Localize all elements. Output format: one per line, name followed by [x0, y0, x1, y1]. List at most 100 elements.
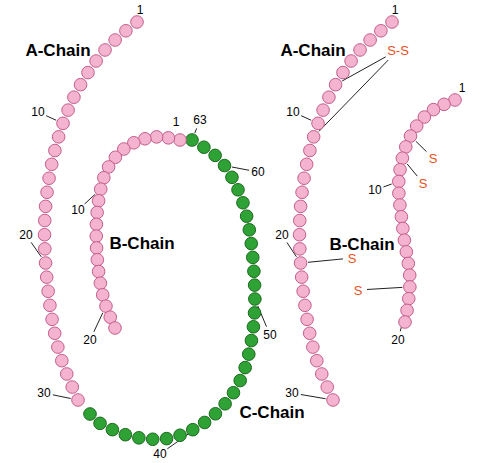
residue-number: 60 — [251, 166, 264, 178]
residue-bead — [109, 34, 122, 47]
residue-bead — [42, 285, 55, 298]
leader-line — [367, 287, 402, 289]
residue-bead — [315, 368, 328, 381]
residue-number: 30 — [37, 387, 50, 399]
residue-bead — [293, 228, 306, 241]
residue-bead — [248, 265, 261, 278]
chain-guides — [45, 22, 455, 439]
residue-bead — [90, 230, 103, 243]
residue-bead — [399, 316, 412, 329]
residue-bead — [52, 341, 65, 354]
residue-bead — [45, 158, 58, 171]
residue-bead — [52, 131, 65, 144]
residue-bead — [90, 242, 103, 255]
residue-bead — [66, 381, 79, 394]
residue-bead — [68, 91, 81, 104]
residue-bead — [323, 91, 336, 104]
leader-line — [308, 259, 343, 262]
residue-number: 50 — [263, 329, 276, 341]
residue-bead — [298, 172, 311, 185]
residue-number: 20 — [83, 334, 96, 346]
residue-bead — [354, 44, 367, 57]
residue-number: 1 — [392, 4, 399, 16]
residue-bead — [386, 16, 399, 29]
residue-bead — [394, 163, 407, 176]
residue-bead — [296, 186, 309, 199]
disulfide-label: S — [419, 177, 428, 190]
residue-bead — [174, 134, 187, 147]
leader-lines — [31, 57, 426, 449]
disulfide-label: S — [429, 152, 438, 165]
residue-bead — [317, 104, 330, 117]
chain-path — [399, 100, 455, 322]
leader-line — [301, 116, 311, 121]
residue-bead — [234, 374, 247, 387]
residue-bead — [99, 44, 112, 57]
residue-bead — [247, 320, 260, 333]
leader-line — [301, 395, 326, 399]
residue-bead — [364, 34, 377, 47]
residue-bead — [90, 55, 103, 68]
residue-bead — [327, 394, 340, 407]
residue-bead — [62, 104, 75, 117]
residue-bead — [40, 271, 53, 284]
residue-bead — [119, 428, 132, 441]
disulfide-label: S — [348, 252, 357, 265]
residue-bead — [249, 293, 262, 306]
leader-line — [53, 395, 71, 399]
residue-bead — [39, 243, 52, 256]
residue-bead — [240, 210, 253, 223]
residue-bead — [402, 292, 415, 305]
residue-bead — [337, 66, 350, 79]
residue-bead — [96, 288, 109, 301]
chain-path — [45, 22, 137, 400]
residue-bead — [248, 279, 261, 292]
residue-bead — [245, 334, 258, 347]
residue-bead — [74, 78, 87, 91]
residue-bead — [396, 152, 409, 165]
residue-bead — [321, 381, 334, 394]
residue-bead — [174, 429, 187, 442]
residue-bead — [401, 304, 414, 317]
residue-number: 10 — [286, 106, 299, 118]
leader-line — [416, 141, 427, 151]
residue-bead — [299, 299, 312, 312]
residue-beads — [38, 16, 461, 446]
residue-bead — [400, 245, 413, 258]
residue-bead — [41, 186, 54, 199]
residue-bead — [186, 423, 199, 436]
residue-bead — [375, 25, 388, 38]
residue-bead — [232, 184, 245, 197]
residue-bead — [38, 228, 51, 241]
chain-path — [90, 140, 255, 439]
leader-line — [407, 164, 417, 176]
residue-bead — [94, 183, 107, 196]
residue-bead — [312, 117, 325, 130]
residue-bead — [248, 307, 261, 320]
residue-bead — [39, 200, 52, 213]
residue-bead — [56, 354, 69, 367]
residue-number: 20 — [391, 334, 404, 346]
leader-line — [319, 60, 388, 131]
residue-bead — [294, 243, 307, 256]
residue-bead — [146, 433, 159, 446]
residue-bead — [239, 361, 252, 374]
chain-name: B-Chain — [329, 236, 394, 253]
residue-bead — [98, 171, 111, 184]
residue-bead — [402, 257, 415, 270]
residue-bead — [297, 285, 310, 298]
residue-number: 1 — [137, 4, 144, 16]
residue-bead — [399, 141, 412, 154]
residue-number: 30 — [285, 387, 298, 399]
residue-bead — [91, 206, 104, 219]
residue-bead — [307, 131, 320, 144]
residue-number: 10 — [31, 106, 44, 118]
residue-bead — [43, 172, 56, 185]
residue-bead — [345, 55, 358, 68]
leader-line — [383, 184, 391, 187]
residue-bead — [294, 200, 307, 213]
residue-bead — [397, 222, 410, 235]
residue-number: 20 — [275, 229, 288, 241]
